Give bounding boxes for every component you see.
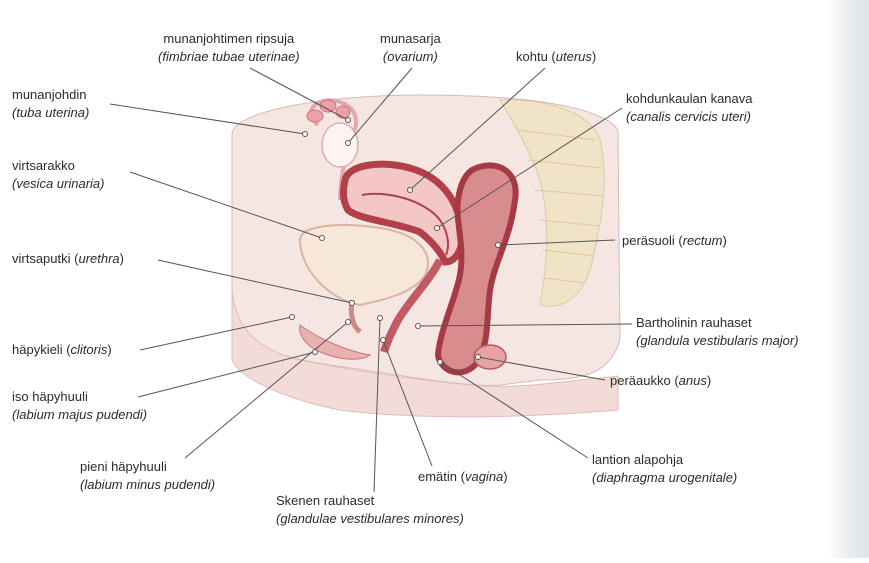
label-text: peräaukko ( bbox=[610, 373, 679, 388]
label-paren: ) bbox=[107, 342, 111, 357]
label-latin: (ovarium) bbox=[380, 48, 441, 66]
page-edge-shadow bbox=[827, 0, 869, 558]
label-text: munasarja bbox=[380, 30, 441, 48]
label-text: munanjohdin bbox=[12, 86, 89, 104]
label-paren: ) bbox=[722, 233, 726, 248]
label-latin: clitoris bbox=[71, 342, 108, 357]
label-latin: urethra bbox=[78, 251, 119, 266]
label-latin: (labium minus pudendi) bbox=[80, 476, 215, 494]
label-munasarja: munasarja (ovarium) bbox=[380, 30, 441, 66]
label-text: peräsuoli ( bbox=[622, 233, 683, 248]
label-bartholinin-rauhaset: Bartholinin rauhaset (glandula vestibula… bbox=[636, 314, 799, 350]
label-kohtu: kohtu (uterus) bbox=[516, 48, 596, 66]
label-text: iso häpyhuuli bbox=[12, 388, 147, 406]
label-skenen-rauhaset: Skenen rauhaset (glandulae vestibulares … bbox=[276, 492, 464, 528]
label-latin: (tuba uterina) bbox=[12, 104, 89, 122]
label-paren: ) bbox=[707, 373, 711, 388]
label-latin: anus bbox=[679, 373, 707, 388]
label-text: lantion alapohja bbox=[592, 451, 737, 469]
label-pieni-hapyhuuli: pieni häpyhuuli (labium minus pudendi) bbox=[80, 458, 215, 494]
label-text: Bartholinin rauhaset bbox=[636, 314, 799, 332]
label-latin: (vesica urinaria) bbox=[12, 175, 104, 193]
label-kohdunkaulan-kanava: kohdunkaulan kanava (canalis cervicis ut… bbox=[626, 90, 753, 126]
label-latin: (labium majus pudendi) bbox=[12, 406, 147, 424]
label-latin: uterus bbox=[556, 49, 592, 64]
label-paren: ) bbox=[503, 469, 507, 484]
label-text: Skenen rauhaset bbox=[276, 492, 464, 510]
label-text: virtsaputki ( bbox=[12, 251, 78, 266]
label-munanjohtimen-ripsuja: munanjohtimen ripsuja (fimbriae tubae ut… bbox=[158, 30, 300, 66]
label-text: munanjohtimen ripsuja bbox=[158, 30, 300, 48]
label-virtsarakko: virtsarakko (vesica urinaria) bbox=[12, 157, 104, 193]
label-latin: (glandula vestibularis major) bbox=[636, 332, 799, 350]
label-text: kohdunkaulan kanava bbox=[626, 90, 753, 108]
label-munanjohdin: munanjohdin (tuba uterina) bbox=[12, 86, 89, 122]
label-lantion-alapohja: lantion alapohja (diaphragma urogenitale… bbox=[592, 451, 737, 487]
ovary-shape bbox=[322, 123, 358, 167]
label-text: häpykieli ( bbox=[12, 342, 71, 357]
label-latin: (fimbriae tubae uterinae) bbox=[158, 48, 300, 66]
label-latin: (glandulae vestibulares minores) bbox=[276, 510, 464, 528]
label-latin: (canalis cervicis uteri) bbox=[626, 108, 753, 126]
label-peraaukko: peräaukko (anus) bbox=[610, 372, 711, 390]
label-virtsaputki: virtsaputki (urethra) bbox=[12, 250, 124, 268]
label-text: emätin ( bbox=[418, 469, 465, 484]
label-text: pieni häpyhuuli bbox=[80, 458, 215, 476]
label-hapykieli: häpykieli (clitoris) bbox=[12, 341, 112, 359]
label-perasuoli: peräsuoli (rectum) bbox=[622, 232, 727, 250]
label-ematin: emätin (vagina) bbox=[418, 468, 508, 486]
label-text: kohtu ( bbox=[516, 49, 556, 64]
label-latin: (diaphragma urogenitale) bbox=[592, 469, 737, 487]
label-paren: ) bbox=[120, 251, 124, 266]
label-text: virtsarakko bbox=[12, 157, 104, 175]
label-latin: vagina bbox=[465, 469, 503, 484]
label-latin: rectum bbox=[683, 233, 723, 248]
label-paren: ) bbox=[592, 49, 596, 64]
label-iso-hapyhuuli: iso häpyhuuli (labium majus pudendi) bbox=[12, 388, 147, 424]
